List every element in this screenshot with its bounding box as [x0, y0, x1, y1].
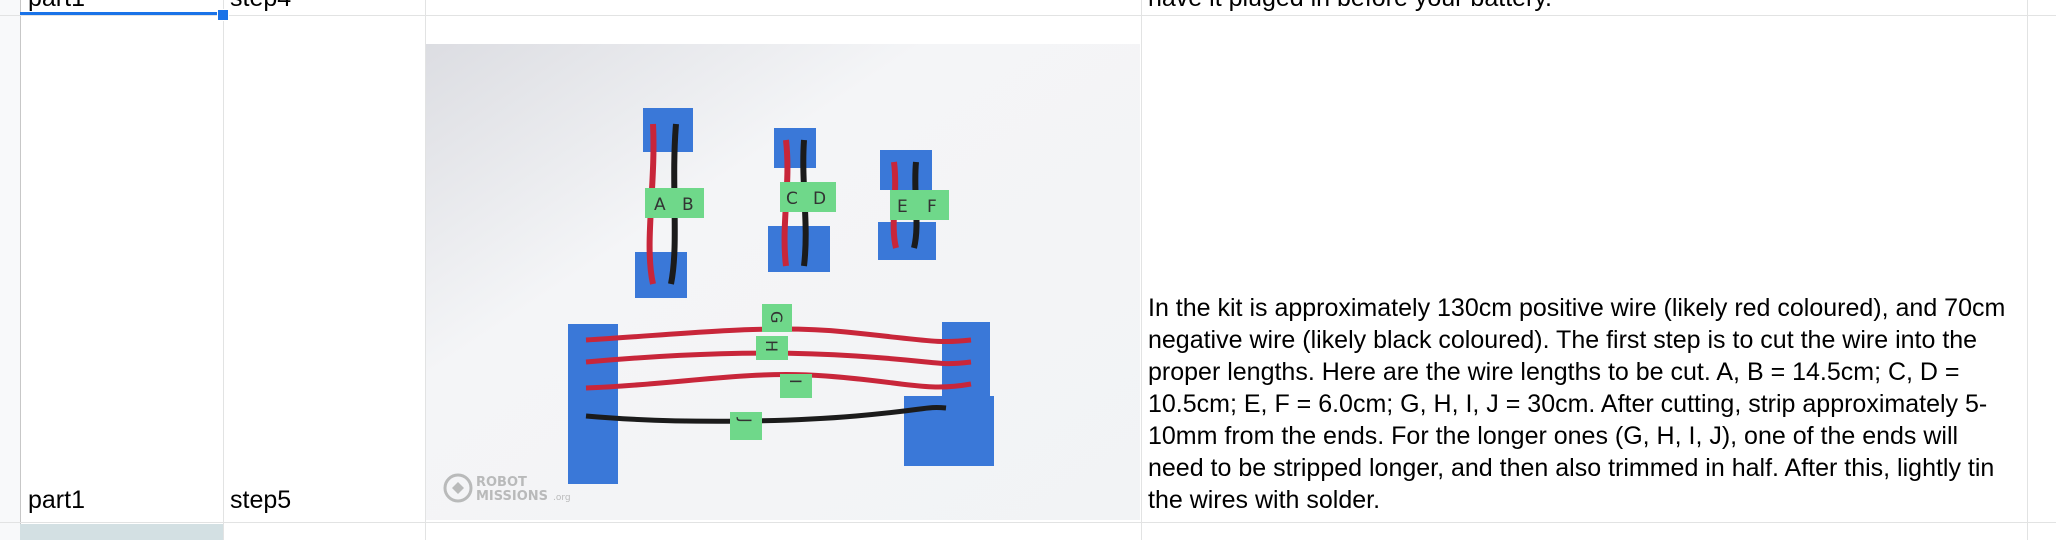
wire-pair-cd: C D	[768, 128, 836, 272]
row-divider	[0, 522, 2056, 523]
cell-a-prev[interactable]: part1	[28, 0, 85, 14]
label-b: B	[682, 195, 694, 215]
label-h: H	[762, 340, 781, 352]
label-e: E	[897, 197, 908, 217]
label-f: F	[927, 197, 937, 217]
label-d: D	[813, 189, 826, 209]
wire-cutting-photo[interactable]: A B C D E F G H I J	[426, 44, 1140, 520]
row-header-column[interactable]	[0, 0, 21, 540]
fill-handle[interactable]	[217, 9, 229, 21]
column-divider	[223, 0, 224, 540]
cell-d-description[interactable]: In the kit is approximately 130cm positi…	[1148, 294, 2006, 514]
label-c: C	[786, 189, 798, 209]
photo-svg: A B C D E F G H I J	[426, 44, 1140, 520]
cell-d-prev[interactable]: have it pluged in before your battery.	[1148, 0, 1552, 14]
watermark-suffix: .org	[553, 493, 571, 503]
label-i: I	[786, 379, 805, 384]
watermark-line2: MISSIONS	[476, 489, 548, 504]
next-row-cell-highlight[interactable]	[20, 524, 223, 540]
photo-background	[426, 44, 1140, 520]
label-a: A	[654, 195, 666, 215]
cell-b-step[interactable]: step5	[230, 486, 292, 514]
cell-b-prev[interactable]: step4	[230, 0, 291, 14]
selected-cell-border	[20, 0, 219, 15]
label-j: J	[736, 417, 755, 423]
cell-a-part[interactable]: part1	[28, 486, 85, 514]
row-divider	[0, 15, 2056, 16]
robot-missions-logo: ROBOT MISSIONS .org	[443, 473, 571, 504]
wire-pair-ef: E F	[878, 150, 949, 260]
wire-pair-ab: A B	[635, 108, 704, 298]
label-g: G	[767, 311, 786, 323]
column-divider	[2027, 0, 2028, 540]
long-wires-ghij: G H I J	[568, 304, 994, 484]
column-divider	[1141, 0, 1142, 540]
watermark-line1: ROBOT	[476, 475, 527, 490]
column-divider	[425, 0, 426, 540]
